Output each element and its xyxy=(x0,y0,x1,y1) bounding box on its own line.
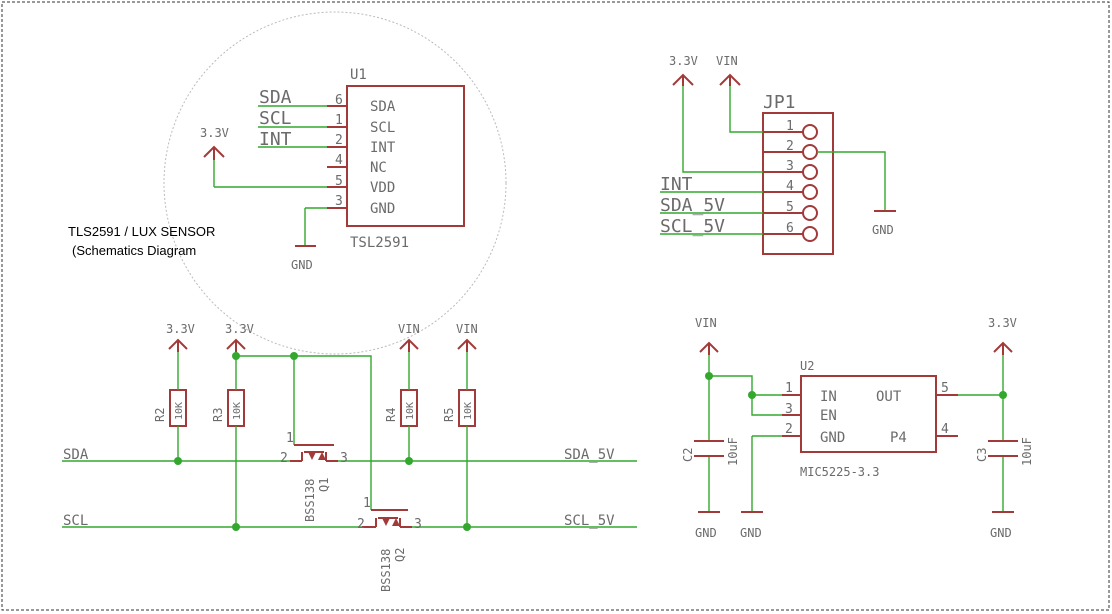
r2-value: 10K xyxy=(174,402,185,420)
jp1-pin-6: 6 xyxy=(786,221,794,236)
reg-3v3-arrow xyxy=(993,341,1013,355)
c3-ref: C3 xyxy=(975,448,989,462)
reg-net-vin: VIN xyxy=(695,316,717,330)
reg-gnd-c2: GND xyxy=(695,526,717,540)
u2-pin-num-2: 2 xyxy=(785,422,793,437)
caption-line-2: (Schematics Diagram xyxy=(72,243,196,258)
jp1-net-3v3: 3.3V xyxy=(669,54,698,68)
u2-pin-name-out: OUT xyxy=(876,389,902,405)
reg-vin-arrow xyxy=(699,341,719,355)
regulator-mic5225: U2 MIC5225-3.3 IN EN GND OUT P4 1 3 2 5 … xyxy=(681,316,1034,540)
shifter-supply-r5: VIN xyxy=(456,322,478,336)
q2-pin-2: 2 xyxy=(357,517,365,532)
u1-ref: U1 xyxy=(350,67,367,83)
jp1-pin-5: 5 xyxy=(786,200,794,215)
u1-pin-name-sda: SDA xyxy=(370,99,396,115)
u1-pin-name-nc: NC xyxy=(370,160,387,176)
q1-part: BSS138 xyxy=(303,479,317,522)
q1-pin-3: 3 xyxy=(340,451,348,466)
jp1-pin-4: 4 xyxy=(786,179,794,194)
u1-pin-num-5: 5 xyxy=(335,174,343,189)
caption-line-1: TLS2591 / LUX SENSOR xyxy=(68,224,215,239)
level-shifter: 3.3V 3.3V VIN VIN R2 R3 R4 R5 10K 10K 10… xyxy=(62,322,637,592)
u2-pin-name-in: IN xyxy=(820,389,837,405)
jp1-vin-arrow xyxy=(719,73,741,86)
u1-pin-num-4: 4 xyxy=(335,153,343,168)
jp1-ref: JP1 xyxy=(763,92,796,113)
jp1-body xyxy=(762,112,834,255)
r4-value: 10K xyxy=(405,402,416,420)
shifter-net-sda: SDA xyxy=(63,447,89,463)
jp1-net-gnd: GND xyxy=(872,223,894,237)
jp1-pin-3: 3 xyxy=(786,159,794,174)
u1-net-gnd: GND xyxy=(291,258,313,272)
jp1-3v3-arrow xyxy=(672,73,694,86)
q1-pin-1: 1 xyxy=(286,431,294,446)
u2-pin-num-1: 1 xyxy=(785,381,793,396)
c3-value: 10uF xyxy=(1020,437,1034,466)
r5-value: 10K xyxy=(463,402,474,420)
shifter-supply-r4: VIN xyxy=(398,322,420,336)
u1-pin-name-scl: SCL xyxy=(370,120,395,136)
u2-ref: U2 xyxy=(800,359,814,373)
u1-pin-num-1: 1 xyxy=(335,113,343,128)
r3-ref: R3 xyxy=(211,408,225,422)
u1-net-vdd: 3.3V xyxy=(200,126,229,140)
c2-ref: C2 xyxy=(681,448,695,462)
u2-pin-name-en: EN xyxy=(820,408,837,424)
q2-ref: Q2 xyxy=(393,548,407,562)
r2-ref: R2 xyxy=(153,408,167,422)
jp1-pin-1: 1 xyxy=(786,119,794,134)
mosfet-q1: 1 2 3 BSS138 Q1 xyxy=(280,431,348,522)
shifter-net-scl5: SCL_5V xyxy=(564,513,615,529)
mosfet-q2: 1 2 3 BSS138 Q2 xyxy=(357,496,422,592)
jp1-net-scl5: SCL_5V xyxy=(660,216,725,237)
jp1-net-sda5: SDA_5V xyxy=(660,195,725,216)
shifter-supply-r3: 3.3V xyxy=(225,322,254,336)
r5-ref: R5 xyxy=(442,408,456,422)
r3-value: 10K xyxy=(232,402,243,420)
u2-pin-num-4: 4 xyxy=(941,422,949,437)
q2-part: BSS138 xyxy=(379,549,393,592)
u1-pin-name-vdd: VDD xyxy=(370,180,395,196)
u1-pin-num-2: 2 xyxy=(335,133,343,148)
u1-pin-name-gnd: GND xyxy=(370,201,395,217)
u1-vdd-supply-arrow xyxy=(203,145,225,160)
u1-net-scl: SCL xyxy=(259,108,292,129)
u2-part: MIC5225-3.3 xyxy=(800,465,879,479)
u2-pin-num-5: 5 xyxy=(941,381,949,396)
zoom-highlight-circle xyxy=(163,11,507,355)
q2-pin-1: 1 xyxy=(363,496,371,511)
jp1-header: JP1 1 2 3 4 5 6 3.3V VIN INT SDA_5V SCL_… xyxy=(660,54,896,255)
u1-net-int: INT xyxy=(259,129,292,150)
r4-ref: R4 xyxy=(384,408,398,422)
q2-pin-3: 3 xyxy=(414,517,422,532)
u1-pin-num-6: 6 xyxy=(335,93,343,108)
u1-body xyxy=(346,85,465,227)
reg-gnd-c3: GND xyxy=(990,526,1012,540)
u1-net-sda: SDA xyxy=(259,87,292,108)
jp1-net-int: INT xyxy=(660,174,693,195)
jp1-net-vin: VIN xyxy=(716,54,738,68)
u1-pin-name-int: INT xyxy=(370,140,396,156)
q1-ref: Q1 xyxy=(317,478,331,492)
u2-pin-name-gnd: GND xyxy=(820,430,845,446)
jp1-pin-2: 2 xyxy=(786,139,794,154)
shifter-net-sda5: SDA_5V xyxy=(564,447,615,463)
u2-pin-name-p4: P4 xyxy=(890,430,907,446)
q1-pin-2: 2 xyxy=(280,451,288,466)
shifter-supply-r2: 3.3V xyxy=(166,322,195,336)
capacitor-c2 xyxy=(694,440,724,457)
shifter-net-scl: SCL xyxy=(63,513,88,529)
capacitor-c3 xyxy=(988,440,1018,457)
reg-gnd-u2: GND xyxy=(740,526,762,540)
u2-pin-num-3: 3 xyxy=(785,402,793,417)
u1-part: TSL2591 xyxy=(350,235,409,251)
u1-tsl2591: U1 TSL2591 SDA SCL INT NC VDD GND 6 1 2 … xyxy=(200,67,465,272)
c2-value: 10uF xyxy=(726,437,740,466)
reg-net-3v3: 3.3V xyxy=(988,316,1017,330)
u1-pin-num-3: 3 xyxy=(335,194,343,209)
